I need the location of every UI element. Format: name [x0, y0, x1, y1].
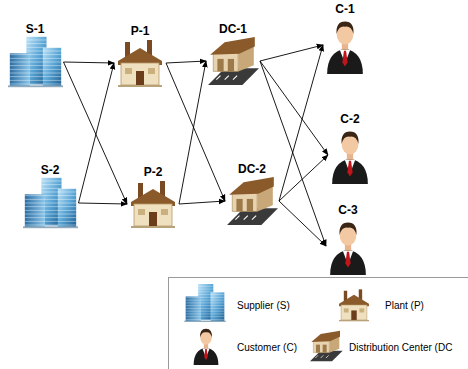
supply-chain-node: DC-1	[207, 22, 259, 86]
supply-chain-node: C-2	[329, 112, 371, 184]
customer-icon	[327, 217, 369, 275]
supply-chain-node: C-3	[327, 203, 369, 275]
legend-box: Supplier (S) Plant (P) Customer (C) Distrib…	[168, 277, 468, 369]
supplier-icon	[8, 36, 63, 88]
supply-chain-node: P-1	[115, 24, 165, 88]
node-label: S-1	[24, 22, 47, 36]
supply-chain-node: P-2	[128, 165, 178, 229]
flow-arrow	[179, 201, 225, 204]
node-label: C-3	[336, 203, 359, 217]
node-label: P-2	[142, 165, 165, 179]
supply-chain-node: C-1	[324, 2, 366, 74]
supply-chain-node: DC-2	[226, 162, 278, 226]
legend-label: Customer (C)	[237, 342, 297, 354]
node-label: C-2	[338, 112, 361, 126]
flow-arrow	[79, 203, 128, 204]
flow-arrow	[64, 62, 128, 204]
plant-icon	[128, 179, 178, 229]
flow-arrow	[64, 62, 115, 63]
flow-arrow	[260, 61, 326, 246]
flow-arrow	[260, 61, 328, 155]
legend-label: Plant (P)	[385, 300, 424, 312]
flow-arrow	[279, 201, 326, 246]
flow-arrow	[79, 63, 115, 203]
flow-arrow	[279, 155, 328, 201]
customer-icon	[324, 16, 366, 74]
customer-icon	[329, 126, 371, 184]
node-label: S-2	[39, 163, 62, 177]
flow-arrow	[179, 61, 206, 204]
legend-label: Distribution Center (DC	[349, 342, 452, 354]
supply-chain-node: S-2	[23, 163, 78, 229]
legend-customer-icon	[191, 325, 221, 365]
plant-icon	[115, 38, 165, 88]
distribution-center-icon	[226, 176, 278, 226]
legend-distribution-center-icon	[309, 330, 343, 362]
flow-arrow	[166, 61, 206, 63]
legend-plant-icon	[337, 288, 371, 322]
node-label: C-1	[333, 2, 356, 16]
distribution-center-icon	[207, 36, 259, 86]
node-label: P-1	[129, 24, 152, 38]
supplier-icon	[23, 177, 78, 229]
node-label: DC-2	[236, 162, 268, 176]
supply-chain-node: S-1	[8, 22, 63, 88]
flow-arrow	[260, 45, 323, 61]
flow-arrow	[279, 45, 323, 201]
node-label: DC-1	[217, 22, 249, 36]
legend-label: Supplier (S)	[237, 300, 290, 312]
legend-supplier-icon	[183, 284, 227, 322]
